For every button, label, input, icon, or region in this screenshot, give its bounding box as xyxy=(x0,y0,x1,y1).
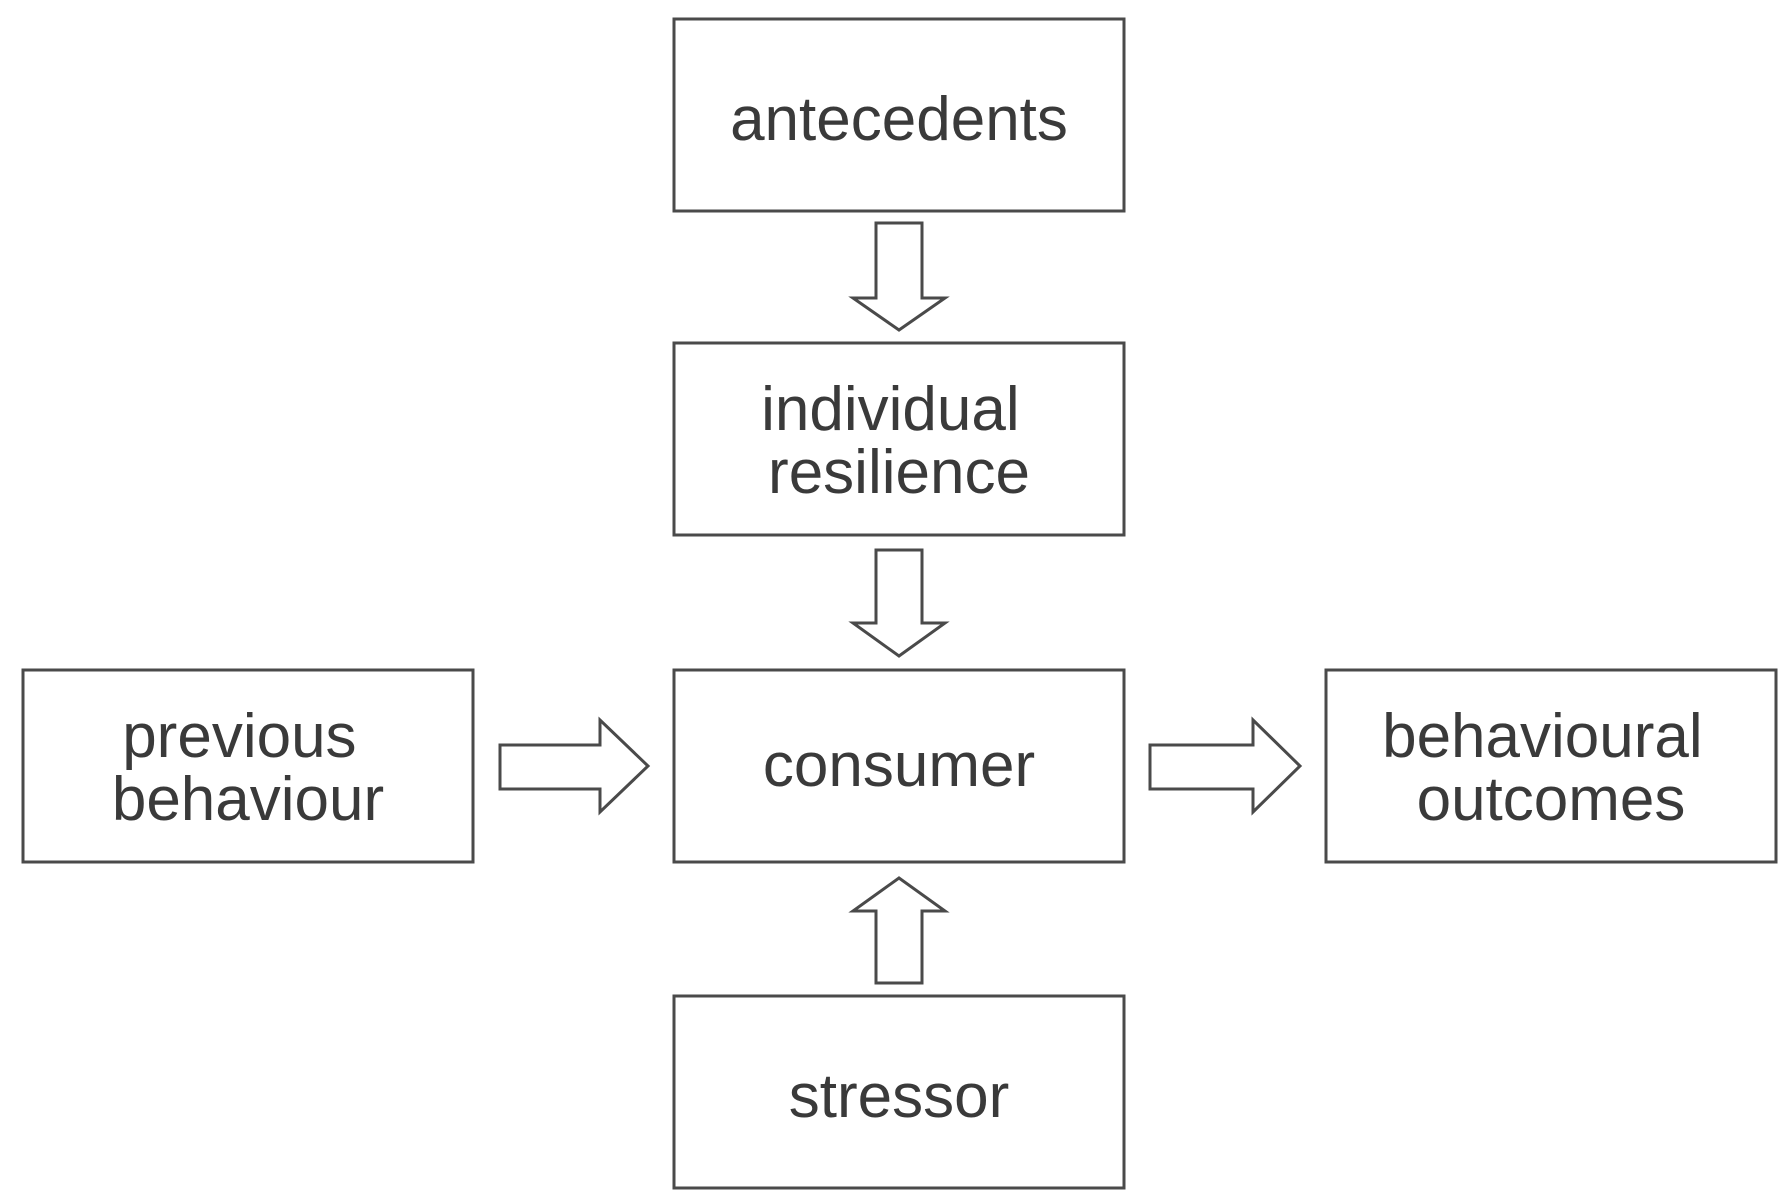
node-consumer-box xyxy=(672,668,1126,864)
node-stressor-line-1: stressor xyxy=(789,1062,1009,1131)
node-individual-resilience-line-1: individual xyxy=(761,375,1020,444)
node-previous-behaviour-box xyxy=(21,668,475,864)
arrow-previous-behaviour-to-consumer xyxy=(498,716,651,816)
node-individual-resilience-box xyxy=(672,341,1126,537)
node-consumer-label: consumer xyxy=(763,731,1035,800)
arrow-resilience-to-consumer xyxy=(848,548,950,658)
node-behavioural-outcomes-box xyxy=(1324,668,1778,864)
node-behavioural-outcomes-line-1: behavioural xyxy=(1382,702,1703,771)
arrow-stressor-to-consumer xyxy=(848,876,950,985)
node-previous-behaviour: previous behaviour xyxy=(21,668,475,864)
node-stressor: stressor xyxy=(672,994,1126,1190)
node-consumer: consumer xyxy=(672,668,1126,864)
arrow-antecedents-to-resilience xyxy=(848,221,950,332)
node-individual-resilience-line-2: resilience xyxy=(768,438,1030,507)
node-individual-resilience-label: individual resilience xyxy=(761,375,1037,507)
node-individual-resilience: individual resilience xyxy=(672,341,1126,537)
node-behavioural-outcomes: behavioural outcomes xyxy=(1324,668,1778,864)
node-antecedents: antecedents xyxy=(672,17,1126,213)
arrow-consumer-to-behavioural-outcomes xyxy=(1148,716,1303,816)
node-antecedents-box xyxy=(672,17,1126,213)
node-antecedents-label: antecedents xyxy=(730,85,1068,154)
node-previous-behaviour-line-1: previous xyxy=(122,702,356,771)
node-behavioural-outcomes-line-2: outcomes xyxy=(1417,765,1686,834)
node-behavioural-outcomes-label: behavioural outcomes xyxy=(1382,702,1720,834)
node-stressor-label: stressor xyxy=(789,1062,1009,1131)
node-antecedents-line-1: antecedents xyxy=(730,85,1068,154)
node-previous-behaviour-line-2: behaviour xyxy=(112,765,384,834)
node-stressor-box xyxy=(672,994,1126,1190)
node-previous-behaviour-label: previous behaviour xyxy=(112,702,384,834)
node-consumer-line-1: consumer xyxy=(763,731,1035,800)
